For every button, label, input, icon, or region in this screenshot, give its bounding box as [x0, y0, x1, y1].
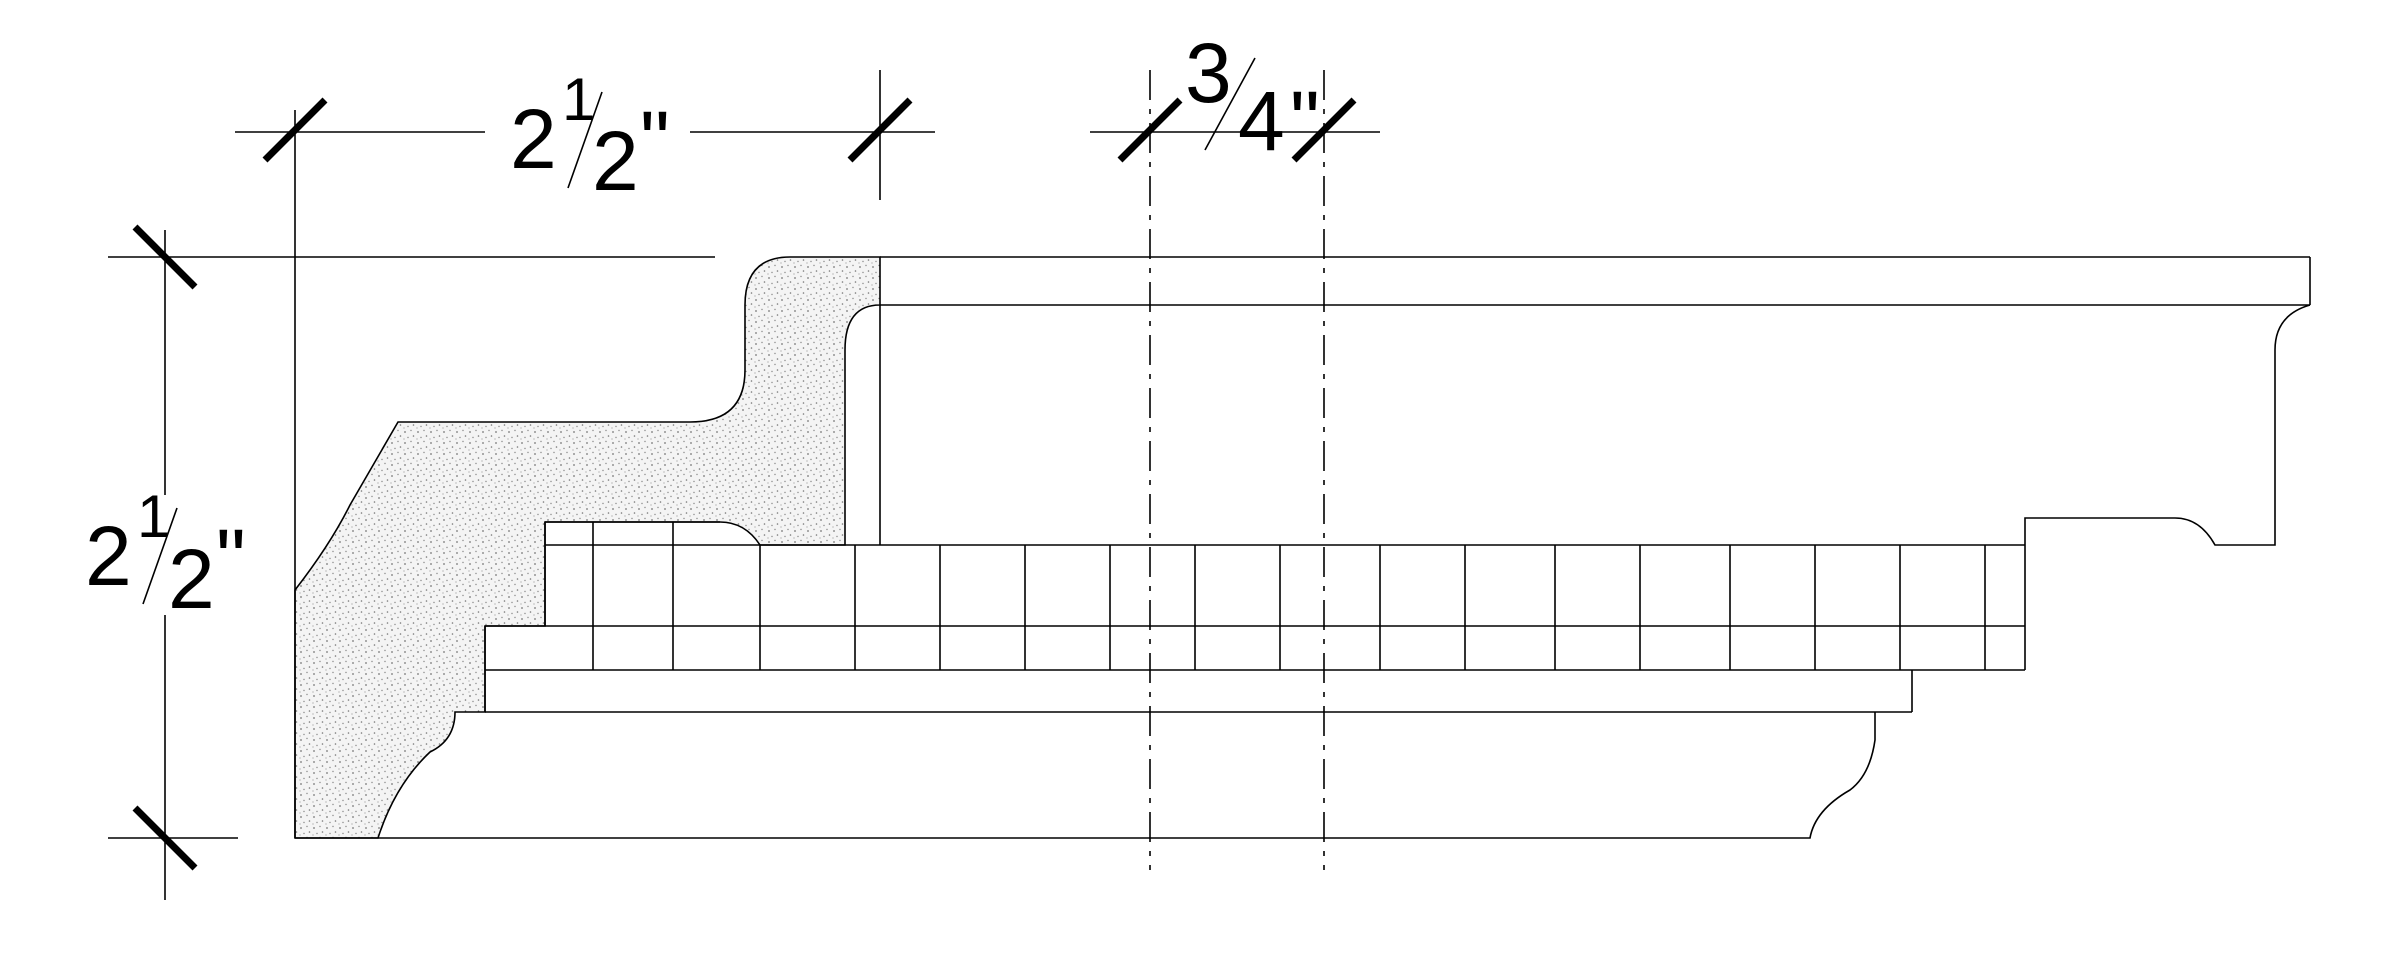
top-width-whole: 2 — [510, 92, 557, 186]
dentil-spacing-dimension: 3 4 " — [1090, 26, 1380, 168]
height-numerator: 1 — [137, 483, 170, 550]
top-width-unit: " — [640, 94, 670, 188]
molding-section-profile — [294, 256, 881, 839]
spacing-unit: " — [1290, 74, 1320, 168]
dentil-dividers — [545, 521, 1986, 670]
upper-crown-body — [2024, 304, 2311, 546]
top-width-dimension: 2 1 2 " — [235, 66, 935, 208]
height-denominator: 2 — [168, 532, 215, 626]
lower-crown-base — [378, 712, 1876, 839]
height-dimension: 2 1 2 " — [85, 224, 246, 900]
bed-fillet — [484, 670, 1913, 713]
top-width-numerator: 1 — [562, 66, 595, 133]
spacing-numerator: 3 — [1185, 26, 1232, 120]
height-whole: 2 — [85, 509, 132, 603]
spacing-denominator: 4 — [1238, 74, 1285, 168]
top-fascia — [879, 256, 2311, 545]
dentil-band — [484, 521, 2026, 671]
top-width-denominator: 2 — [592, 114, 639, 208]
height-unit: " — [216, 512, 246, 606]
